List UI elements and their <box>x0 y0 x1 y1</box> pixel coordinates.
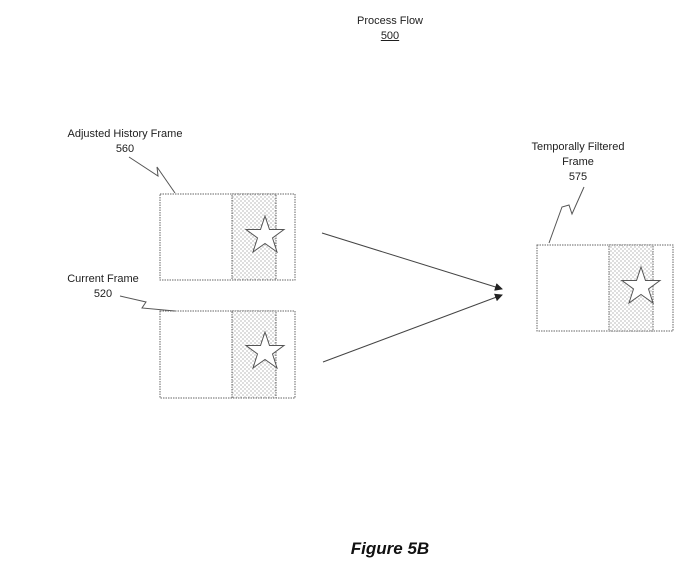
label-text: Adjusted History Frame <box>67 128 183 140</box>
temporally-filtered-frame-label: Temporally Filtered Frame 575 <box>518 140 638 185</box>
title-ref-number: 500 <box>380 30 400 42</box>
arrow-from-adjusted-history-frame <box>321 232 503 291</box>
adjusted-history-frame-label: Adjusted History Frame 560 <box>55 127 195 157</box>
label-text-line1: Temporally Filtered <box>531 141 625 153</box>
label-text: Current Frame <box>67 273 139 285</box>
star-icon <box>244 330 286 370</box>
label-ref-number: 520 <box>93 288 113 300</box>
title-text: Process Flow <box>356 15 424 27</box>
temporally-filtered-frame <box>536 244 674 332</box>
label-text-line2: Frame <box>562 156 594 168</box>
leader-line-520 <box>119 295 176 312</box>
process-flow-title: Process Flow 500 <box>320 14 460 44</box>
current-frame-label: Current Frame 520 <box>48 272 158 302</box>
current-frame <box>159 310 296 399</box>
star-icon <box>244 214 286 254</box>
arrow-from-current-frame <box>322 293 503 363</box>
label-ref-number: 560 <box>115 143 135 155</box>
leader-line-575 <box>548 186 585 244</box>
leader-line-560 <box>128 156 176 194</box>
label-ref-number: 575 <box>568 171 588 183</box>
star-icon <box>620 265 662 305</box>
figure-caption: Figure 5B <box>350 539 430 558</box>
adjusted-history-frame <box>159 193 296 281</box>
